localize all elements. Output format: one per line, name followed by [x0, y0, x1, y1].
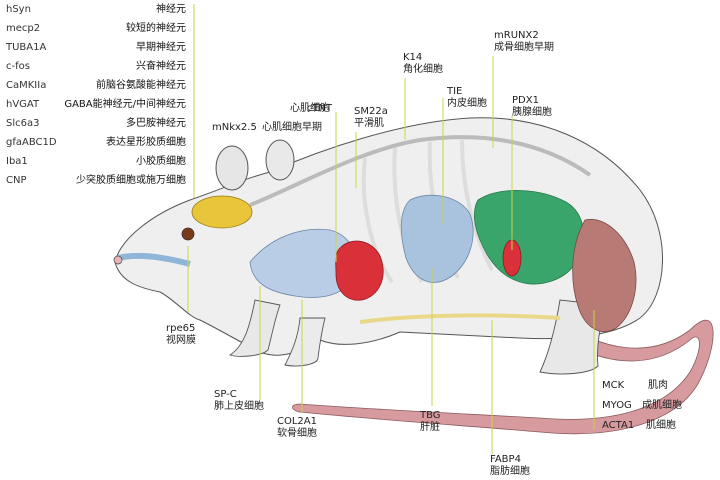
gene-label: MCK [602, 380, 625, 391]
gene-label: mRUNX2 [494, 30, 539, 41]
cell-label: 内皮细胞 [447, 98, 487, 109]
gene-label: cTNT [306, 103, 332, 114]
cell-label: 心肌细胞 [290, 103, 330, 114]
thigh-muscle [572, 219, 637, 332]
brain [191, 195, 253, 229]
cell-label: 小胶质细胞 [136, 156, 186, 167]
cell-label: 神经元 [156, 4, 186, 15]
brain-marker-list: hSyn 神经元 mecp2 较短的神经元 TUBA1A 早期神经元 c-fos… [0, 4, 200, 194]
sm22a-label: SM22a 平滑肌 [354, 106, 404, 136]
cell-label: 前脑谷氨酸能神经元 [96, 80, 186, 91]
heart-label-group: cTNT 心肌细胞 mNkx2.5 心肌细胞早期 [212, 103, 332, 133]
cell-label: 兴奋神经元 [136, 61, 186, 72]
cell-label: 成骨细胞早期 [494, 42, 554, 53]
pdx1-label: PDX1 胰腺细胞 [512, 95, 572, 125]
cell-label: 早期神经元 [136, 42, 186, 53]
front-leg-2 [284, 317, 326, 367]
gene-label: Slc6a3 [6, 118, 40, 129]
gene-label: CaMKIIa [6, 80, 47, 91]
gene-label: K14 [403, 52, 423, 63]
tie-label: TIE 内皮细胞 [447, 86, 507, 116]
gene-label: FABP4 [490, 454, 521, 465]
cell-label: 平滑肌 [354, 118, 384, 129]
cell-label: 肌肉 [648, 380, 668, 391]
cell-label: 肝脏 [420, 422, 440, 433]
mrunx2-label: mRUNX2 成骨细胞早期 [494, 30, 574, 60]
gene-label: hSyn [6, 4, 31, 15]
cell-label: 脂肪细胞 [490, 466, 530, 477]
gene-label: Iba1 [6, 156, 28, 167]
leader-lines [187, 4, 595, 454]
ear-back [215, 145, 249, 191]
col2a1-label: COL2A1 软骨细胞 [277, 416, 337, 446]
gene-label: TBG [420, 410, 441, 421]
liver [400, 194, 474, 283]
k14-label: K14 角化细胞 [403, 52, 463, 82]
gene-label: hVGAT [6, 99, 40, 110]
front-leg [228, 299, 281, 357]
fabp4-label: FABP4 脂肪细胞 [490, 454, 550, 480]
gene-label: mecp2 [6, 23, 41, 34]
gene-label: mNkx2.5 [212, 122, 257, 133]
gene-label: ACTA1 [602, 420, 635, 431]
gene-label: SP-C [214, 389, 237, 400]
cell-label: 表达星形胶质细胞 [106, 137, 186, 148]
snout [117, 253, 191, 267]
cell-label: 肌细胞 [646, 420, 676, 431]
cell-label: GABA能神经元/中间神经元 [64, 99, 186, 110]
cell-label: 视网膜 [166, 335, 196, 346]
heart [335, 240, 384, 301]
rib [460, 139, 494, 271]
gene-label: TIE [447, 86, 463, 97]
gene-label: SM22a [354, 106, 388, 117]
gene-label: MYOG [602, 400, 632, 411]
intestine [474, 190, 584, 285]
muscle-label-group: MCK 肌肉 MYOG 成肌细胞 ACTA1 肌细胞 [602, 380, 718, 440]
cell-label: 心肌细胞早期 [262, 122, 322, 133]
cell-label: 软骨细胞 [277, 428, 317, 439]
ear-front [265, 139, 295, 181]
rpe65-label: rpe65 视网膜 [166, 323, 216, 353]
gene-label: PDX1 [512, 95, 539, 106]
gene-label: gfaABC1D [6, 137, 57, 148]
fat-pad [359, 313, 561, 324]
cell-label: 角化细胞 [403, 64, 443, 75]
cell-label: 胰腺细胞 [512, 107, 552, 118]
cell-label: 多巴胺神经元 [126, 118, 186, 129]
cell-label: 少突胶质细胞或施万细胞 [76, 175, 186, 186]
tail [292, 319, 714, 435]
eye [181, 227, 195, 241]
gene-label: COL2A1 [277, 416, 317, 427]
spc-label: SP-C 肺上皮细胞 [214, 389, 274, 419]
nose [113, 255, 123, 265]
gene-label: c-fos [6, 61, 30, 72]
cell-label: 肺上皮细胞 [214, 401, 264, 412]
cell-label: 较短的神经元 [126, 23, 186, 34]
gene-label: rpe65 [166, 323, 196, 334]
gene-label: CNP [6, 175, 27, 186]
tbg-label: TBG 肝脏 [420, 410, 470, 440]
rib [361, 157, 394, 284]
gene-label: TUBA1A [6, 42, 47, 53]
spine [249, 135, 592, 207]
cell-label: 成肌细胞 [642, 400, 682, 411]
